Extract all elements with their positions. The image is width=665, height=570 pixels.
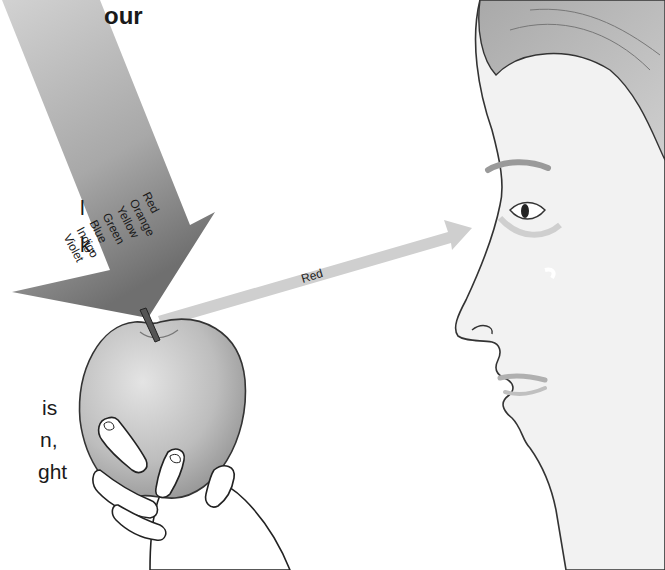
- finger: [156, 449, 185, 497]
- body-text-fragment: is: [42, 397, 57, 418]
- pupil: [521, 204, 529, 218]
- apple-stem: [140, 308, 160, 342]
- eye: [510, 203, 545, 220]
- body-text-fragment: l: [80, 197, 85, 218]
- reflected-ray: [158, 220, 472, 327]
- lips: [505, 388, 545, 394]
- eye-shadow: [500, 218, 560, 235]
- hair-strand: [530, 9, 660, 55]
- finger: [206, 466, 235, 507]
- heading-fragment: our: [104, 4, 143, 28]
- body-text-fragment: k.: [80, 234, 96, 255]
- hair-strand: [510, 24, 650, 70]
- finger: [99, 417, 147, 472]
- finger: [112, 505, 165, 540]
- nostril: [472, 326, 492, 334]
- ear-hint: [545, 269, 554, 278]
- eyebrow: [488, 162, 548, 170]
- fingernail: [170, 454, 180, 462]
- hair: [479, 0, 665, 160]
- lips: [500, 376, 545, 380]
- body-text-fragment: ght: [38, 461, 67, 482]
- fingernail: [104, 422, 114, 430]
- body-text-fragment: n,: [40, 429, 58, 450]
- face: [456, 0, 665, 570]
- light-beam: [2, 0, 215, 318]
- ray-label: Red: [300, 267, 325, 285]
